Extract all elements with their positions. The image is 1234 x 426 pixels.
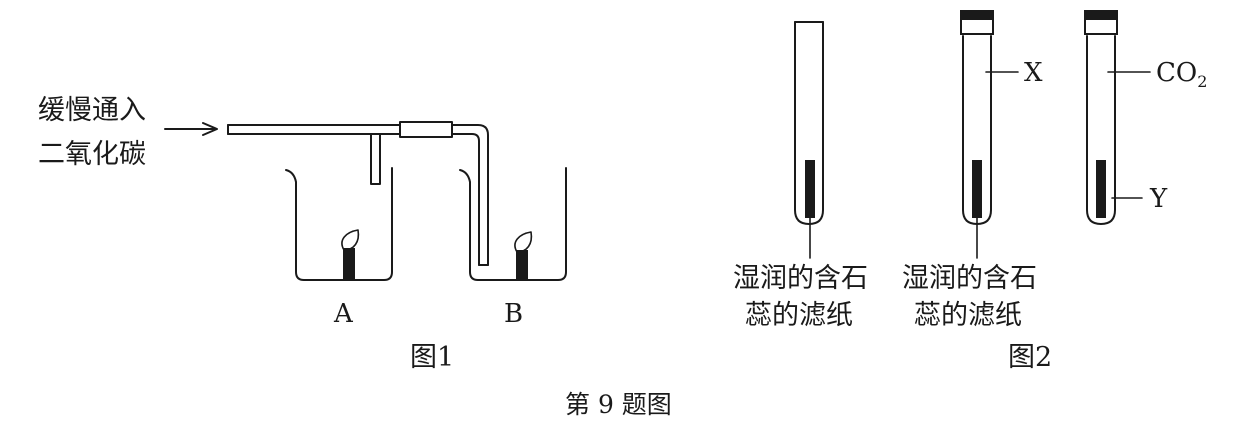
overall-caption: 第 9 题图 xyxy=(565,390,672,419)
input-arrow xyxy=(164,122,218,136)
beaker-b xyxy=(459,167,567,281)
input-label-line1: 缓慢通入 xyxy=(38,95,146,126)
test-tube-2 xyxy=(962,35,1019,259)
tube1-label-line1: 湿润的含石 xyxy=(733,263,868,294)
input-label-line2: 二氧化碳 xyxy=(38,139,146,170)
beaker-a-label: A xyxy=(334,299,353,329)
leaf-b xyxy=(514,231,533,253)
tube3-paper-label: Y xyxy=(1150,184,1168,214)
test-tube-3 xyxy=(1086,35,1151,225)
litmus-strip-b xyxy=(516,250,528,280)
beaker-b-label: B xyxy=(504,299,524,329)
stopper-tube-2 xyxy=(960,10,994,19)
figure2-caption: 图2 xyxy=(1008,342,1053,373)
beaker-a xyxy=(285,167,393,281)
tube2-gas-label: X xyxy=(1024,58,1043,88)
tube1-label-line2: 蕊的滤纸 xyxy=(745,300,853,331)
tube2-label-line2: 蕊的滤纸 xyxy=(914,300,1022,331)
litmus-strip-tube-3 xyxy=(1096,160,1106,218)
test-tube-1 xyxy=(794,21,824,259)
stopper-tube-3 xyxy=(1084,10,1118,19)
figure1-caption: 图1 xyxy=(410,342,455,373)
leaf-a xyxy=(341,229,360,251)
gas-tube xyxy=(227,121,489,266)
litmus-strip-tube-1 xyxy=(805,160,815,218)
tube3-gas-label-main: CO xyxy=(1156,58,1198,88)
litmus-strip-tube-2 xyxy=(972,160,982,218)
tube3-gas-label: CO2 xyxy=(1156,58,1207,90)
litmus-strip-a xyxy=(343,248,355,280)
tube2-label-line1: 湿润的含石 xyxy=(902,263,1037,294)
tube3-gas-label-sub: 2 xyxy=(1197,72,1208,91)
